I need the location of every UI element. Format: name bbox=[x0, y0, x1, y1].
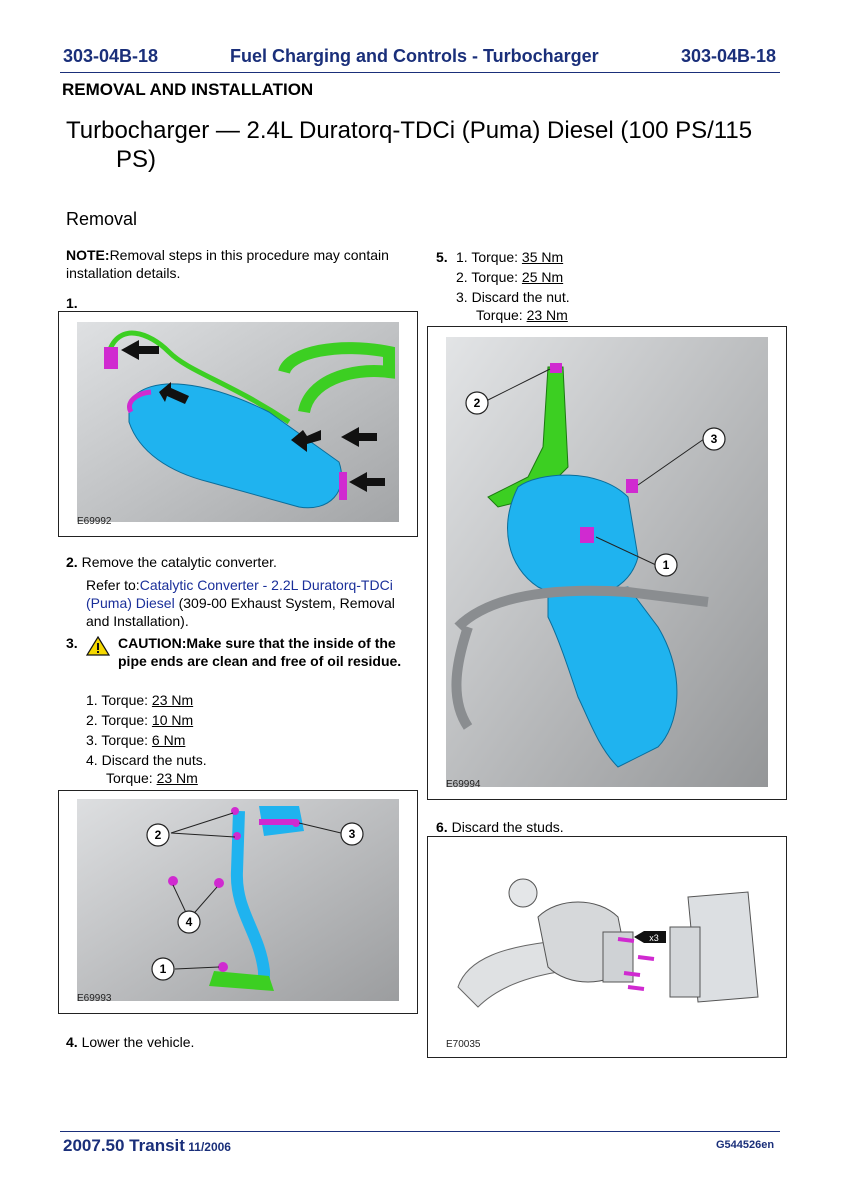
step-5-item-2: 2. Torque: 25 Nm bbox=[456, 268, 776, 286]
multiplier-label: x3 bbox=[649, 933, 659, 943]
svg-text:2: 2 bbox=[474, 396, 481, 410]
callout-3: 3 bbox=[702, 427, 726, 451]
step-1-number: 1. bbox=[66, 295, 78, 311]
step-3-item-1: 1. Torque: 23 Nm bbox=[86, 691, 386, 709]
figure-e69993: 2 3 4 1 E69993 bbox=[58, 790, 418, 1014]
subsection-heading: Removal bbox=[66, 209, 138, 229]
item-pre: Torque: bbox=[471, 249, 522, 265]
step-6: 6. Discard the studs. bbox=[436, 818, 564, 836]
figure-e69994: 2 3 1 E69994 bbox=[427, 326, 787, 800]
step-6-text: Discard the studs. bbox=[451, 819, 564, 835]
footer-rule bbox=[60, 1131, 780, 1132]
header-code-left: 303-04B-18 bbox=[63, 46, 159, 66]
item-num: 3. bbox=[86, 732, 98, 748]
step-5-item-1: 1. Torque: 35 Nm bbox=[456, 248, 776, 266]
figure-e69994-illustration: 2 3 1 bbox=[446, 337, 768, 787]
figure-label: E69993 bbox=[77, 993, 112, 1004]
item-num: 4. bbox=[86, 752, 98, 768]
note: NOTE:Removal steps in this procedure may… bbox=[66, 246, 396, 282]
svg-text:4: 4 bbox=[186, 915, 193, 929]
header-code-right: 303-04B-18 bbox=[681, 46, 777, 66]
step-4-number: 4. bbox=[66, 1034, 78, 1050]
torque-value: 23 Nm bbox=[151, 692, 194, 708]
footer-right: G544526en bbox=[716, 1139, 775, 1151]
step-3-item-3: 3. Torque: 6 Nm bbox=[86, 731, 386, 749]
note-label: NOTE: bbox=[66, 247, 110, 263]
figure-e69992-illustration bbox=[77, 322, 399, 522]
title-line-1: Turbocharger — 2.4L Duratorq-TDCi (Puma)… bbox=[66, 117, 753, 144]
refer-link-catalytic-converter[interactable]: Catalytic Converter - 2.2L Duratorq-TDCi… bbox=[86, 577, 393, 611]
svg-text:2: 2 bbox=[155, 828, 162, 842]
caution-text: CAUTION:Make sure that the inside of the… bbox=[118, 635, 402, 669]
footer-vehicle: 2007.50 Transit bbox=[63, 1136, 185, 1155]
item-num: 1. bbox=[456, 249, 468, 265]
refer-suffix: (309-00 Exhaust System, Removal and Inst… bbox=[86, 595, 395, 629]
item-num: 3. bbox=[456, 289, 468, 305]
step-3-item-4: 4. Discard the nuts. Torque: 23 Nm bbox=[86, 751, 386, 787]
step-3-item-2: 2. Torque: 10 Nm bbox=[86, 711, 386, 729]
step-3-list: 1. Torque: 23 Nm 2. Torque: 10 Nm 3. Tor… bbox=[86, 691, 386, 787]
figure-e69992: E69992 bbox=[58, 311, 418, 537]
callout-4: 4 bbox=[177, 910, 201, 934]
figure-e70035-illustration: x3 bbox=[457, 878, 759, 1008]
svg-text:1: 1 bbox=[663, 558, 670, 572]
step-6-number: 6. bbox=[436, 819, 448, 835]
item-pre: Torque: bbox=[101, 692, 152, 708]
figure-label: E69994 bbox=[446, 779, 481, 790]
item-extra: Discard the nut. bbox=[471, 289, 570, 305]
figure-label: E70035 bbox=[446, 1039, 481, 1050]
torque-value: 10 Nm bbox=[151, 712, 194, 728]
note-text: Removal steps in this procedure may cont… bbox=[66, 247, 389, 281]
figure-e69993-illustration: 2 3 4 1 bbox=[77, 799, 399, 1001]
callout-2: 2 bbox=[146, 823, 170, 847]
torque-value: 25 Nm bbox=[521, 269, 564, 285]
section-heading: REMOVAL AND INSTALLATION bbox=[62, 80, 314, 99]
callout-3: 3 bbox=[340, 822, 364, 846]
step-2-number: 2. bbox=[66, 554, 78, 570]
item-pre: Torque: bbox=[476, 307, 527, 323]
item-pre: Torque: bbox=[101, 712, 152, 728]
title-line-2: PS) bbox=[116, 146, 157, 173]
item-num: 1. bbox=[86, 692, 98, 708]
footer-left: 2007.50 Transit 11/2006 bbox=[63, 1136, 231, 1156]
figure-e70035: x3 E70035 bbox=[427, 836, 787, 1058]
figure-label: E69992 bbox=[77, 516, 112, 527]
svg-text:3: 3 bbox=[711, 432, 718, 446]
page-title: Turbocharger — 2.4L Duratorq-TDCi (Puma)… bbox=[66, 116, 796, 174]
torque-value: 6 Nm bbox=[151, 732, 186, 748]
step-3-number: 3. bbox=[66, 635, 78, 651]
item-pre: Torque: bbox=[471, 269, 522, 285]
header-title: Fuel Charging and Controls - Turbocharge… bbox=[230, 46, 599, 66]
item-num: 2. bbox=[456, 269, 468, 285]
refer-prefix: Refer to: bbox=[86, 577, 140, 593]
footer-date: 11/2006 bbox=[184, 1140, 231, 1154]
item-num: 2. bbox=[86, 712, 98, 728]
torque-value: 23 Nm bbox=[526, 307, 568, 323]
callout-2: 2 bbox=[465, 391, 489, 415]
step-2-refer: Refer to:Catalytic Converter - 2.2L Dura… bbox=[86, 576, 411, 630]
item-extra: Discard the nuts. bbox=[101, 752, 207, 768]
step-2-text: Remove the catalytic converter. bbox=[81, 554, 277, 570]
torque-value: 35 Nm bbox=[521, 249, 564, 265]
step-2: 2. Remove the catalytic converter. bbox=[66, 553, 411, 571]
step-4: 4. Lower the vehicle. bbox=[66, 1033, 194, 1051]
callout-1: 1 bbox=[654, 553, 678, 577]
item-pre: Torque: bbox=[106, 770, 157, 786]
svg-text:1: 1 bbox=[160, 962, 167, 976]
step-5-list: 1. Torque: 35 Nm 2. Torque: 25 Nm 3. Dis… bbox=[456, 248, 776, 324]
step-4-text: Lower the vehicle. bbox=[81, 1034, 195, 1050]
torque-value: 23 Nm bbox=[156, 770, 198, 786]
step-5-number: 5. bbox=[436, 249, 448, 265]
header-rule bbox=[60, 72, 780, 73]
svg-text:3: 3 bbox=[349, 827, 356, 841]
caution-icon bbox=[86, 636, 110, 656]
item-pre: Torque: bbox=[101, 732, 152, 748]
step-5-item-3: 3. Discard the nut. Torque: 23 Nm bbox=[456, 288, 776, 324]
callout-1: 1 bbox=[151, 957, 175, 981]
